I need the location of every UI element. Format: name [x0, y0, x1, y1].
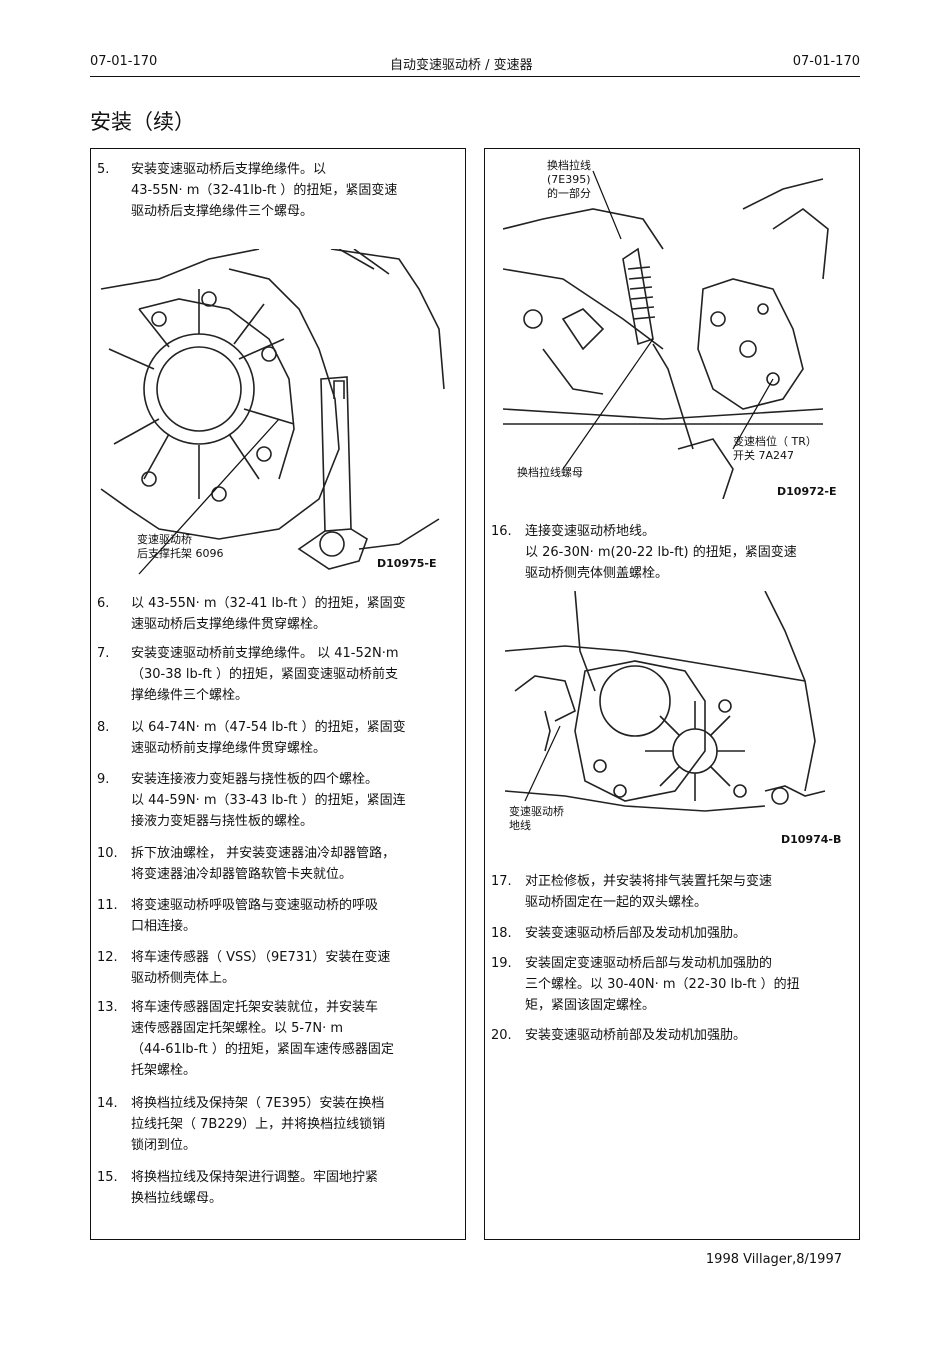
step-number: 6.: [97, 596, 110, 611]
ground-wire-illustration: [504, 590, 826, 812]
shift-cable-figure: [502, 169, 833, 500]
step-text: 以 64-74N· m（47-54 lb-ft ）的扭矩，紧固变 速驱动桥前支撑…: [131, 720, 406, 756]
step-number: 12.: [97, 950, 118, 965]
step-text: 安装变速驱动桥后部及发动机加强肋。: [525, 926, 747, 941]
step-text: 将换档拉线及保持架进行调整。牢固地拧紧 换档拉线螺母。: [131, 1170, 379, 1206]
rear-mount-figure-code: D10975-E: [377, 557, 437, 570]
step-number: 8.: [97, 720, 110, 735]
ground-wire-label: 变速驱动桥 地线: [509, 805, 564, 832]
header-page-number-left: 07-01-170: [90, 54, 158, 69]
range-switch-label: 变速档位（ TR） 开关 7A247: [733, 435, 817, 462]
step-number: 20.: [491, 1028, 512, 1043]
step-20: 20. 安装变速驱动桥前部及发动机加强肋。: [491, 1025, 853, 1046]
step-9: 9. 安装连接液力变矩器与挠性板的四个螺栓。 以 44-59N· m（33-43…: [97, 769, 459, 832]
step-7: 7. 安装变速驱动桥前支撑绝缘件。 以 41-52N·m （30-38 lb-f…: [97, 643, 459, 706]
step-number: 11.: [97, 898, 118, 913]
step-text: 将车速传感器固定托架安装就位，并安装车 速传感器固定托架螺栓。以 5-7N· m…: [131, 1000, 394, 1078]
step-number: 13.: [97, 1000, 118, 1015]
header-section-title: 自动变速驱动桥 / 变速器: [390, 58, 533, 73]
step-12: 12. 将车速传感器（ VSS）（9E731）安装在变速 驱动桥侧壳体上。: [97, 947, 459, 989]
step-number: 9.: [97, 772, 110, 787]
header-page-number-right: 07-01-170: [792, 54, 860, 69]
step-text: 安装变速驱动桥前支撑绝缘件。 以 41-52N·m （30-38 lb-ft ）…: [131, 646, 399, 703]
right-column: 换档拉线 (7E395) 的一部分 变速档位（ TR） 开关 7A247 换档拉…: [484, 148, 860, 1240]
step-text: 将车速传感器（ VSS）（9E731）安装在变速 驱动桥侧壳体上。: [131, 950, 391, 986]
step-19: 19. 安装固定变速驱动桥后部与发动机加强肋的 三个螺栓。以 30-40N· m…: [491, 953, 853, 1016]
step-number: 15.: [97, 1170, 118, 1185]
step-number: 10.: [97, 846, 118, 861]
ground-wire-figure: [504, 590, 835, 841]
step-text: 将换档拉线及保持架（ 7E395）安装在换档 拉线托架（ 7B229）上，并将换…: [131, 1096, 386, 1153]
step-text: 安装连接液力变矩器与挠性板的四个螺栓。 以 44-59N· m（33-43 lb…: [131, 772, 406, 829]
step-number: 14.: [97, 1096, 118, 1111]
transaxle-rear-mount-illustration: [100, 248, 445, 575]
page-header: 07-01-170 自动变速驱动桥 / 变速器 07-01-170: [90, 52, 860, 77]
step-text: 拆下放油螺栓， 并安装变速器油冷却器管路， 将变速器油冷却器管路软管卡夹就位。: [131, 846, 396, 882]
step-13: 13. 将车速传感器固定托架安装就位，并安装车 速传感器固定托架螺栓。以 5-7…: [97, 997, 459, 1081]
step-6: 6. 以 43-55N· m（32-41 lb-ft ）的扭矩，紧固变 速驱动桥…: [97, 593, 459, 635]
step-text: 安装变速驱动桥前部及发动机加强肋。: [525, 1028, 747, 1043]
step-15: 15. 将换档拉线及保持架进行调整。牢固地拧紧 换档拉线螺母。: [97, 1167, 459, 1209]
ground-wire-figure-code: D10974-B: [781, 833, 842, 846]
step-number: 18.: [491, 926, 512, 941]
step-text: 将变速驱动桥呼吸管路与变速驱动桥的呼吸 口相连接。: [131, 898, 379, 934]
step-text: 以 43-55N· m（32-41 lb-ft ）的扭矩，紧固变 速驱动桥后支撑…: [131, 596, 406, 632]
step-8: 8. 以 64-74N· m（47-54 lb-ft ）的扭矩，紧固变 速驱动桥…: [97, 717, 459, 759]
step-16: 16. 连接变速驱动桥地线。 以 26-30N· m(20-22 lb-ft) …: [491, 521, 853, 584]
page-footer: 1998 Villager,8/1997: [705, 1252, 842, 1267]
step-number: 16.: [491, 524, 512, 539]
page-title: 安装（续）: [90, 110, 195, 134]
shift-cable-nut-label: 换档拉线螺母: [517, 466, 583, 479]
step-text: 对正检修板，并安装将排气装置托架与变速 驱动桥固定在一起的双头螺栓。: [525, 874, 773, 910]
step-number: 19.: [491, 956, 512, 971]
step-number: 7.: [97, 646, 110, 661]
shift-cable-illustration: [502, 170, 829, 500]
step-text: 连接变速驱动桥地线。 以 26-30N· m(20-22 lb-ft) 的扭矩，…: [525, 524, 797, 581]
rear-mount-figure: [99, 248, 449, 579]
step-10: 10. 拆下放油螺栓， 并安装变速器油冷却器管路， 将变速器油冷却器管路软管卡夹…: [97, 843, 459, 885]
step-14: 14. 将换档拉线及保持架（ 7E395）安装在换档 拉线托架（ 7B229）上…: [97, 1093, 459, 1156]
shift-cable-label: 换档拉线 (7E395) 的一部分: [547, 159, 591, 200]
step-11: 11. 将变速驱动桥呼吸管路与变速驱动桥的呼吸 口相连接。: [97, 895, 459, 937]
step-text: 安装变速驱动桥后支撑绝缘件。以 43-55N· m（32-41lb-ft ）的扭…: [131, 162, 398, 219]
step-number: 17.: [491, 874, 512, 889]
step-text: 安装固定变速驱动桥后部与发动机加强肋的 三个螺栓。以 30-40N· m（22-…: [525, 956, 800, 1013]
step-5: 5. 安装变速驱动桥后支撑绝缘件。以 43-55N· m（32-41lb-ft …: [97, 159, 459, 222]
step-number: 5.: [97, 162, 110, 177]
left-column: 5. 安装变速驱动桥后支撑绝缘件。以 43-55N· m（32-41lb-ft …: [90, 148, 466, 1240]
step-18: 18. 安装变速驱动桥后部及发动机加强肋。: [491, 923, 853, 944]
step-17: 17. 对正检修板，并安装将排气装置托架与变速 驱动桥固定在一起的双头螺栓。: [491, 871, 853, 913]
rear-mount-bracket-label: 变速驱动桥 后支撑托架 6096: [137, 533, 224, 560]
shift-cable-figure-code: D10972-E: [777, 485, 837, 498]
